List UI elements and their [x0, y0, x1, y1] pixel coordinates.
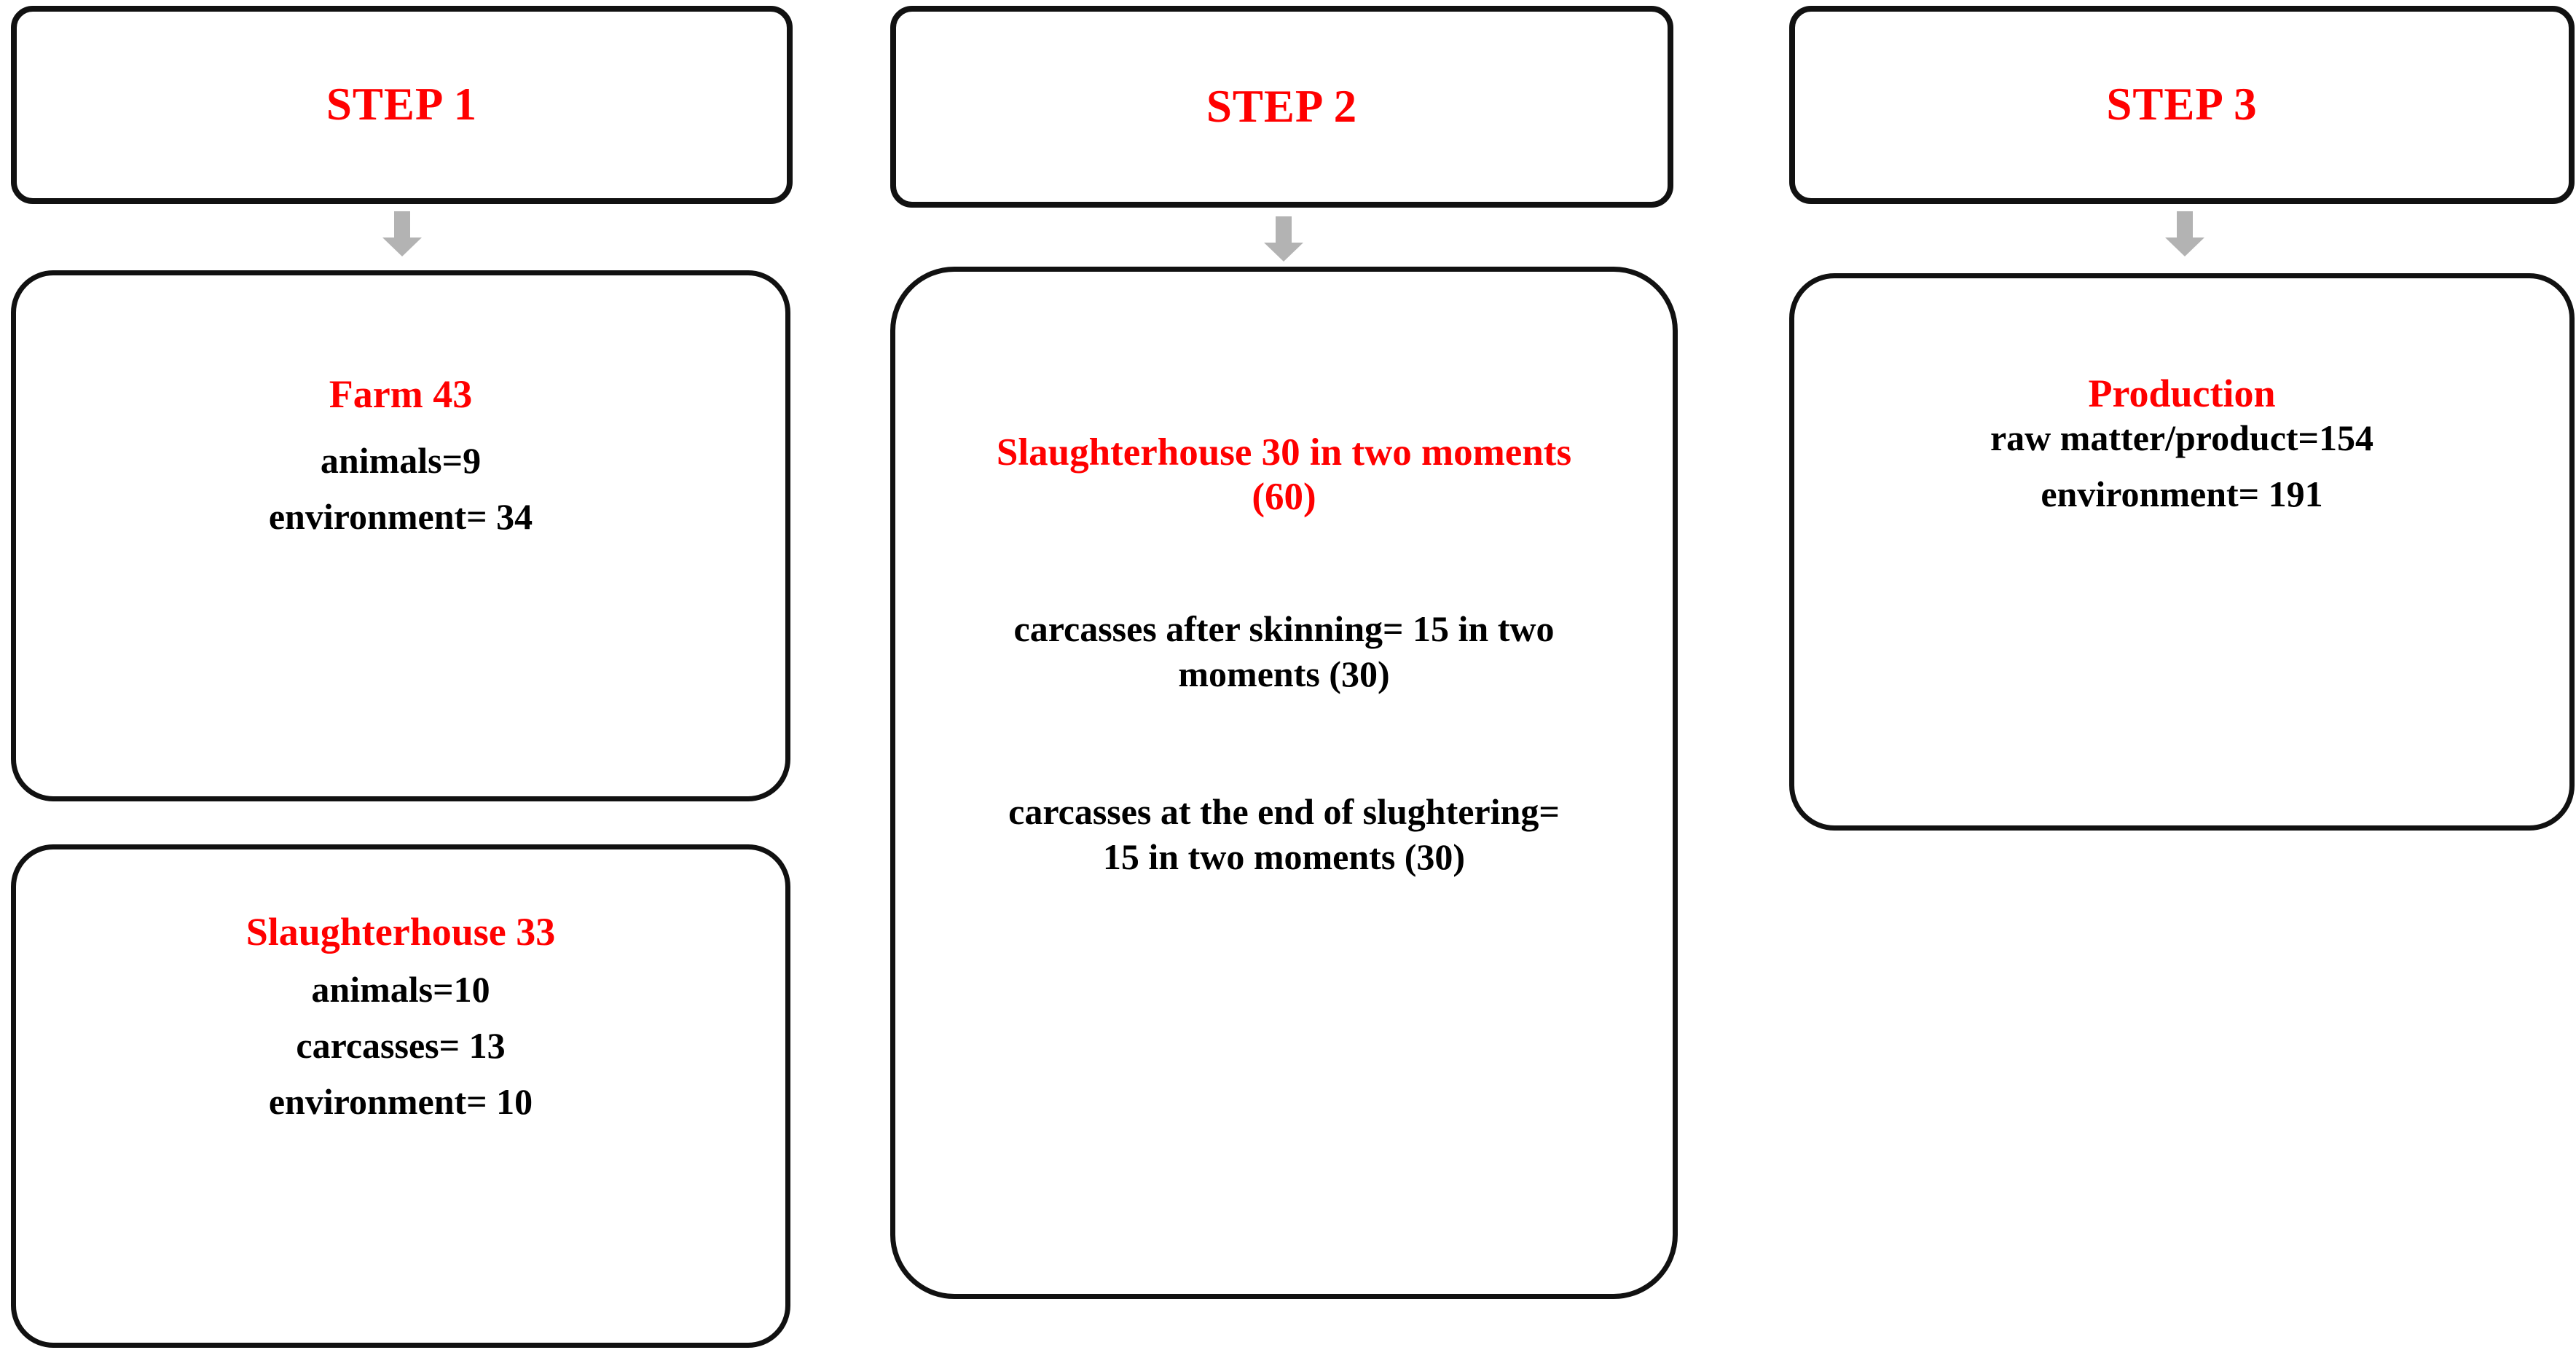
- slaughterhouse-33-box: Slaughterhouse 33 animals=10 carcasses= …: [11, 844, 790, 1348]
- step-label-1: STEP 1: [326, 79, 478, 130]
- farm-animals-line: animals=9: [320, 439, 482, 481]
- slaughterhouse-33-animals-line: animals=10: [311, 968, 490, 1010]
- down-arrow-icon: [2163, 211, 2207, 256]
- slaughterhouse-30-title: Slaughterhouse 30 in two moments (60): [996, 431, 1572, 519]
- step-column-2: STEP 2 Slaughterhouse 30 in two moments …: [880, 0, 1683, 1358]
- slaughterhouse-30-box: Slaughterhouse 30 in two moments (60) ca…: [890, 267, 1678, 1299]
- production-box: Production raw matter/product=154 enviro…: [1789, 273, 2575, 831]
- production-environment-line: environment= 191: [2041, 473, 2323, 514]
- down-arrow-icon: [1262, 216, 1305, 262]
- step-column-1: STEP 1 Farm 43 animals=9 environment= 34…: [0, 0, 804, 1358]
- step-header-box-1: STEP 1: [11, 6, 793, 204]
- farm-environment-line: environment= 34: [268, 495, 533, 537]
- farm-title: Farm 43: [329, 372, 473, 416]
- step-header-box-3: STEP 3: [1789, 6, 2575, 204]
- slaughterhouse-33-environment-line: environment= 10: [268, 1080, 533, 1122]
- carcasses-after-skinning-paragraph: carcasses after skinning= 15 in two mome…: [1013, 608, 1555, 695]
- production-title: Production: [2088, 372, 2276, 415]
- step-label-3: STEP 3: [2106, 79, 2258, 130]
- step-header-box-2: STEP 2: [890, 6, 1673, 208]
- step-label-2: STEP 2: [1206, 80, 1358, 132]
- production-raw-matter-line: raw matter/product=154: [1990, 417, 2374, 458]
- slaughterhouse-33-title: Slaughterhouse 33: [246, 910, 556, 954]
- carcasses-end-of-slaughtering-paragraph: carcasses at the end of slughtering= 15 …: [1008, 790, 1560, 878]
- farm-box: Farm 43 animals=9 environment= 34: [11, 270, 790, 801]
- down-arrow-icon: [380, 211, 424, 256]
- slaughterhouse-33-carcasses-line: carcasses= 13: [296, 1024, 506, 1066]
- step-column-3: STEP 3 Production raw matter/product=154…: [1779, 0, 2576, 1358]
